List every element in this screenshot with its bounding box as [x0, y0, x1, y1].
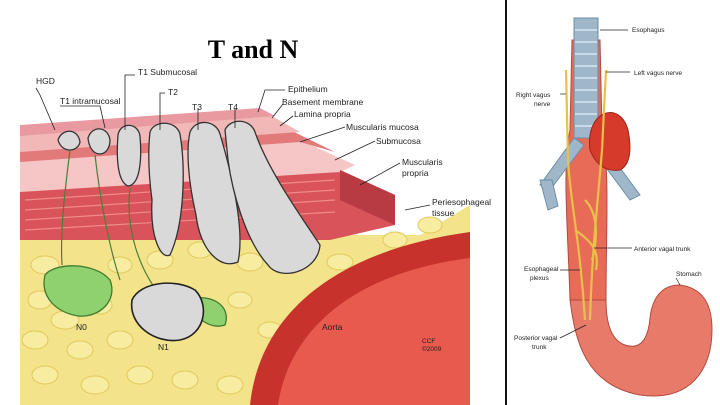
label-basement-membrane: Basement membrane	[282, 97, 364, 107]
label-credit-1: CCF	[422, 338, 435, 345]
label-right-vagus-1: Right vagus	[516, 92, 551, 99]
label-t1-submucosal: T1 Submucosal	[138, 67, 197, 77]
label-t4: T4	[228, 102, 238, 112]
label-right-vagus-2: nerve	[534, 101, 551, 108]
left-panel: T and N HGD T1 Submucosal T1 intramucosa…	[20, 35, 491, 405]
right-panel: Esophagus Left vagus nerve Right vagus n…	[514, 18, 712, 396]
panel-divider	[505, 0, 507, 405]
label-hgd: HGD	[36, 76, 55, 86]
label-muscularis-propria-1: Muscularis	[402, 157, 443, 167]
label-esophagus: Esophagus	[632, 27, 665, 34]
label-credit-2: ©2009	[422, 345, 442, 353]
label-t1-intramucosal: T1 intramucosal	[60, 96, 121, 106]
label-n1: N1	[158, 342, 169, 352]
label-lamina-propria: Lamina propria	[294, 109, 351, 119]
label-epithelium: Epithelium	[288, 84, 328, 94]
label-posterior-vagal-1: Posterior vagal	[514, 335, 558, 342]
tumor-hgd	[58, 131, 80, 150]
figure-title: T and N	[208, 35, 299, 64]
label-n0: N0	[76, 322, 87, 332]
label-stomach: Stomach	[676, 271, 702, 278]
label-left-vagus: Left vagus nerve	[634, 70, 682, 77]
tumor-t1-submucosal	[117, 125, 140, 186]
label-posterior-vagal-2: trunk	[532, 344, 547, 351]
label-aorta: Aorta	[322, 322, 343, 332]
label-t2: T2	[168, 87, 178, 97]
label-muscularis-propria-2: propria	[402, 168, 429, 178]
label-anterior-vagal: Anterior vagal trunk	[634, 246, 691, 253]
label-muscularis-mucosa: Muscularis mucosa	[346, 122, 419, 132]
label-periesophageal-2: tissue	[432, 208, 454, 218]
label-periesophageal-1: Periesophageal	[432, 197, 491, 207]
label-esophageal-plexus-2: plexus	[530, 275, 550, 282]
label-t3: T3	[192, 102, 202, 112]
label-submucosa: Submucosa	[376, 136, 421, 146]
label-esophageal-plexus-1: Esophageal	[524, 266, 559, 273]
